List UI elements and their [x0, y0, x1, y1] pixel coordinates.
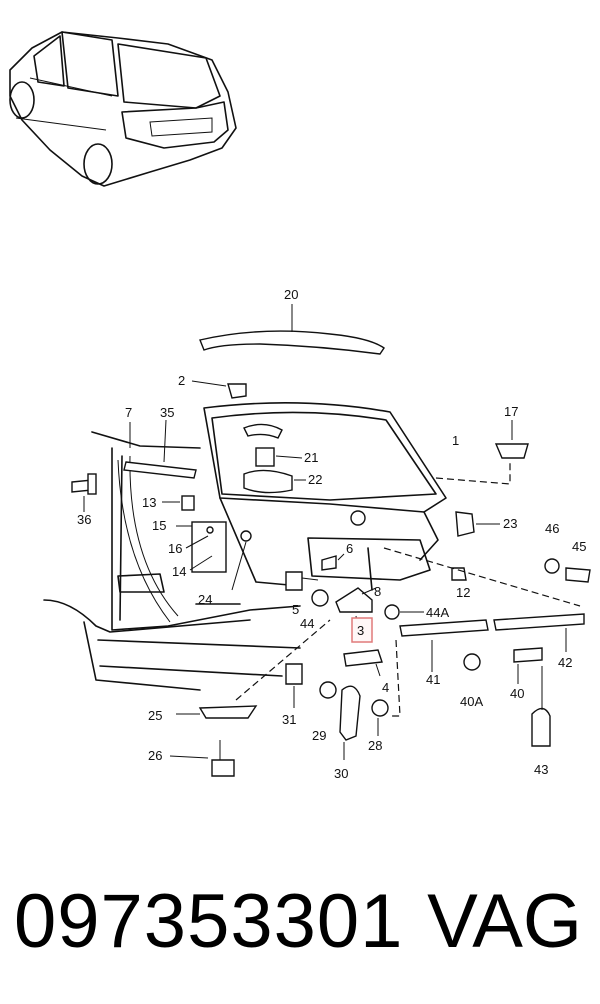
callout-12: 12	[456, 585, 470, 600]
callout-43: 43	[534, 762, 548, 777]
callout-36: 36	[77, 512, 91, 527]
callout-26: 26	[148, 748, 162, 763]
callout-1: 1	[452, 433, 459, 448]
callout-30: 30	[334, 766, 348, 781]
part-number: 097353301	[14, 879, 404, 964]
highlighted-part-3: 3	[351, 617, 373, 643]
callout-4: 4	[382, 680, 389, 695]
callout-21: 21	[304, 450, 318, 465]
callout-45: 45	[572, 539, 586, 554]
callout-25: 25	[148, 708, 162, 723]
callout-28: 28	[368, 738, 382, 753]
callout-41: 41	[426, 672, 440, 687]
callout-22: 22	[308, 472, 322, 487]
callout-5: 5	[292, 602, 299, 617]
small-parts	[71, 420, 591, 777]
callout-8: 8	[374, 584, 381, 599]
parts-diagram: 20 2 7 35 1 17 21 22 36 13 23 15 46 16 6…	[9, 31, 591, 781]
callout-35: 35	[160, 405, 174, 420]
callout-13: 13	[142, 495, 156, 510]
callout-3: 3	[357, 623, 364, 638]
part-2-clip	[191, 380, 247, 399]
callout-42: 42	[558, 655, 572, 670]
callout-40: 40	[510, 686, 524, 701]
callout-14: 14	[172, 564, 186, 579]
car-overview-illustration	[9, 31, 237, 187]
callout-6: 6	[346, 541, 353, 556]
callout-20: 20	[284, 287, 298, 302]
callout-40a: 40A	[460, 694, 483, 709]
callout-29: 29	[312, 728, 326, 743]
brand-name: VAG	[427, 879, 582, 964]
callout-16: 16	[168, 541, 182, 556]
callout-17: 17	[504, 404, 518, 419]
callout-7: 7	[125, 405, 132, 420]
callout-46: 46	[545, 521, 559, 536]
part-20-spoiler	[199, 304, 385, 355]
callout-23: 23	[503, 516, 517, 531]
callout-15: 15	[152, 518, 166, 533]
body-left-side	[43, 431, 301, 691]
callout-labels: 20 2 7 35 1 17 21 22 36 13 23 15 46 16 6…	[77, 287, 586, 781]
footer: 097353301 VAG	[0, 872, 600, 972]
part-35-gas-strut	[123, 419, 197, 479]
callout-2: 2	[178, 373, 185, 388]
callout-44a: 44A	[426, 605, 449, 620]
callout-44: 44	[300, 616, 314, 631]
callout-24: 24	[198, 592, 212, 607]
callout-31: 31	[282, 712, 296, 727]
